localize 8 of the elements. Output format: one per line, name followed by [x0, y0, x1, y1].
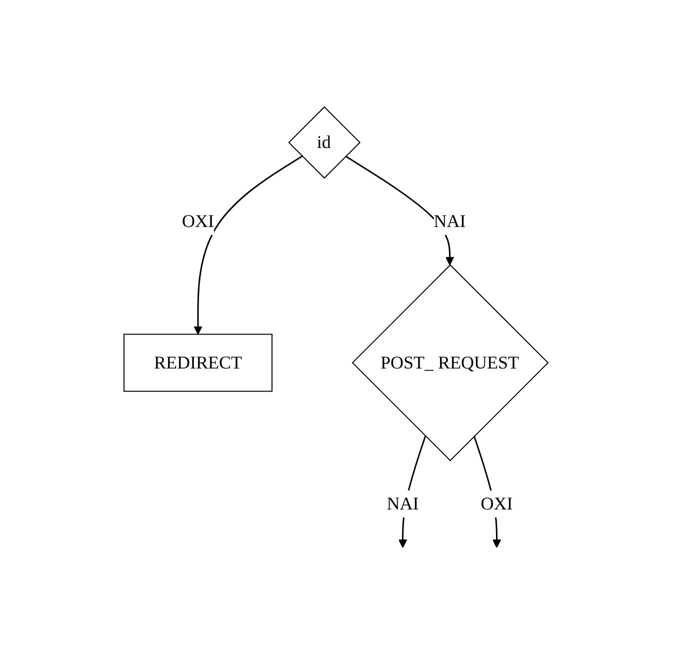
- arrow: [194, 156, 303, 335]
- edge-label: OXI: [481, 494, 514, 514]
- node-diamond: id: [288, 106, 362, 179]
- node-box: REDIRECT: [124, 334, 273, 392]
- edge-label: NAI: [387, 494, 420, 514]
- edge-label: NAI: [434, 211, 466, 232]
- edge-label: OXI: [182, 211, 214, 232]
- node-diamond: POST_ REQUEST: [352, 264, 550, 462]
